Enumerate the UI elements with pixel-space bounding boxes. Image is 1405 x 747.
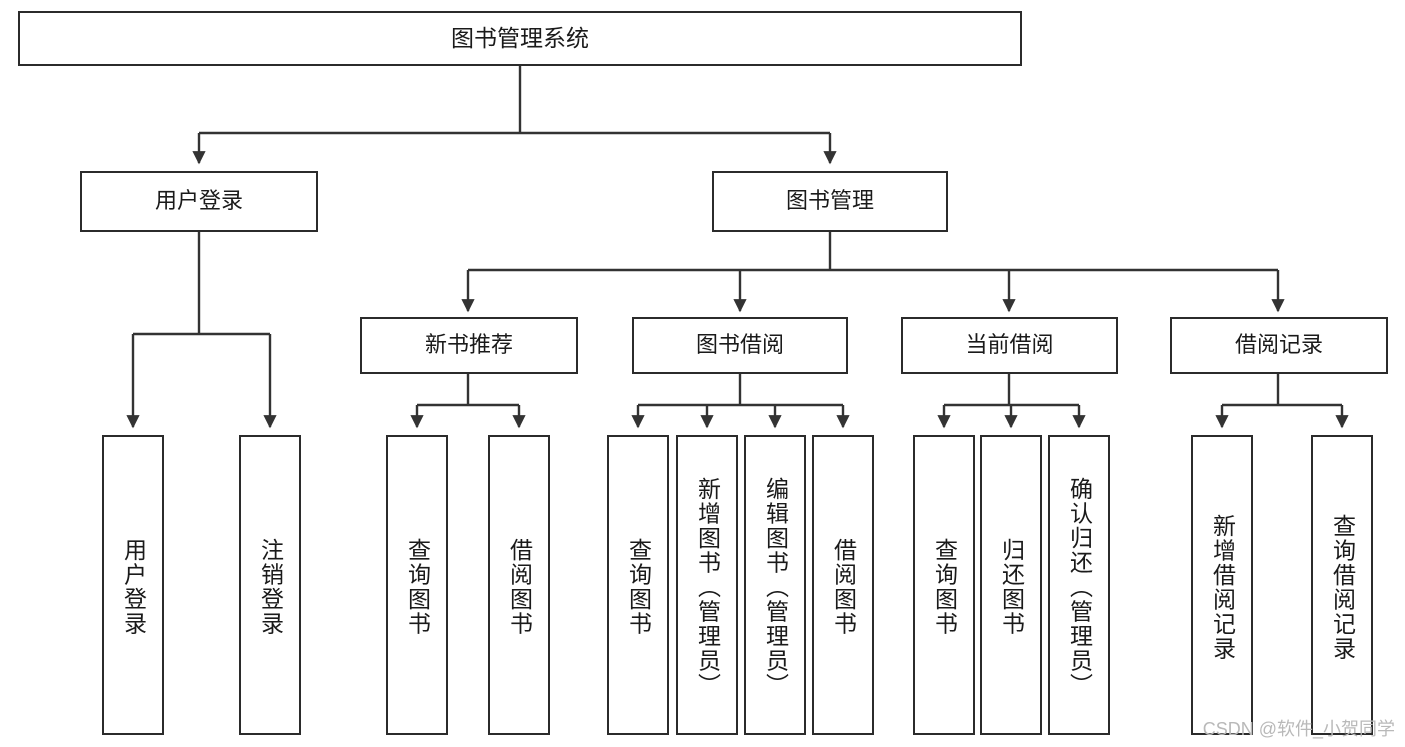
watermark: CSDN @软件_小贺同学 xyxy=(1202,719,1395,739)
node-label: 确认归还（管理员） xyxy=(1066,476,1093,698)
leaf-book-borrow-edit-book-admin[interactable]: 编辑图书（管理员） xyxy=(744,435,806,735)
node-new-book-recommend[interactable]: 新书推荐 xyxy=(360,317,578,374)
leaf-book-borrow-query-book[interactable]: 查询图书 xyxy=(607,435,669,735)
node-label: 新增图书（管理员） xyxy=(694,476,721,698)
node-book-borrow[interactable]: 图书借阅 xyxy=(632,317,848,374)
node-label: 当前借阅 xyxy=(965,332,1054,358)
leaf-book-borrow-borrow-book[interactable]: 借阅图书 xyxy=(812,435,874,735)
node-label: 注销登录 xyxy=(257,538,284,636)
leaf-current-borrow-return-book[interactable]: 归还图书 xyxy=(980,435,1042,735)
node-label: 查询借阅记录 xyxy=(1329,513,1356,661)
node-current-borrow[interactable]: 当前借阅 xyxy=(901,317,1118,374)
leaf-book-borrow-add-book-admin[interactable]: 新增图书（管理员） xyxy=(676,435,738,735)
node-label: 借阅记录 xyxy=(1234,332,1323,358)
node-user-login[interactable]: 用户登录 xyxy=(80,171,318,232)
node-label: 编辑图书（管理员） xyxy=(762,476,789,698)
node-label: 借阅图书 xyxy=(506,538,533,636)
node-label: 图书管理系统 xyxy=(451,24,589,51)
leaf-current-borrow-confirm-return-admin[interactable]: 确认归还（管理员） xyxy=(1048,435,1110,735)
node-label: 图书借阅 xyxy=(695,332,784,358)
node-label: 用户登录 xyxy=(120,538,147,636)
node-label: 查询图书 xyxy=(625,538,652,636)
node-label: 新书推荐 xyxy=(424,332,513,358)
leaf-borrow-record-add-record[interactable]: 新增借阅记录 xyxy=(1191,435,1253,735)
node-label: 借阅图书 xyxy=(830,538,857,636)
node-borrow-record[interactable]: 借阅记录 xyxy=(1170,317,1388,374)
node-label: 新增借阅记录 xyxy=(1209,513,1236,661)
node-label: 查询图书 xyxy=(404,538,431,636)
node-book-management[interactable]: 图书管理 xyxy=(712,171,948,232)
node-label: 用户登录 xyxy=(154,188,243,214)
leaf-new-book-query-book[interactable]: 查询图书 xyxy=(386,435,448,735)
leaf-current-borrow-query-book[interactable]: 查询图书 xyxy=(913,435,975,735)
node-root-book-management-system[interactable]: 图书管理系统 xyxy=(18,11,1022,66)
leaf-user-login-logout[interactable]: 注销登录 xyxy=(239,435,301,735)
node-label: 图书管理 xyxy=(785,188,874,214)
leaf-new-book-borrow-book[interactable]: 借阅图书 xyxy=(488,435,550,735)
leaf-borrow-record-query-record[interactable]: 查询借阅记录 xyxy=(1311,435,1373,735)
node-label: 查询图书 xyxy=(931,538,958,636)
node-label: 归还图书 xyxy=(998,538,1025,636)
leaf-user-login-login[interactable]: 用户登录 xyxy=(102,435,164,735)
